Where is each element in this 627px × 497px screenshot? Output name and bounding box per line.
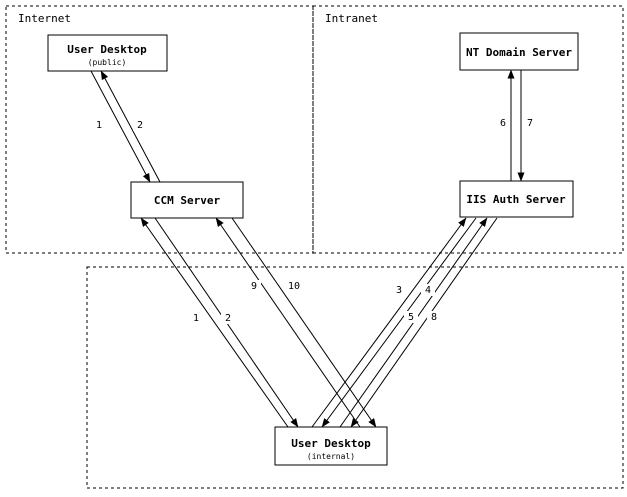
node-box-ccm-server[interactable]	[130, 181, 244, 219]
flow-label-flow-2-internal: 2	[225, 313, 231, 324]
zone-boundary-intranet	[312, 5, 624, 254]
flow-line-flow-10	[231, 217, 377, 428]
flow-labels-layer: 1 2 1 2 9 10 3 4 5 8 6 7	[92, 117, 537, 324]
flow-line-flow-3	[311, 217, 467, 428]
flow-line-flow-1-internal	[140, 217, 289, 428]
flow-label-bg-flow-3	[392, 284, 406, 296]
node-box-iis-auth-server[interactable]	[459, 180, 574, 218]
node-subtitle-user-desktop-public: (public)	[88, 58, 127, 67]
flow-label-bg-flow-8	[427, 311, 441, 323]
flow-label-flow-4: 4	[425, 285, 431, 296]
flow-label-bg-flow-9	[247, 280, 261, 292]
flow-label-flow-6: 6	[500, 118, 506, 129]
zones-layer: Internet Intranet	[5, 5, 624, 489]
zone-boundary-internet	[5, 5, 314, 254]
flow-label-bg-flow-1-internal	[189, 312, 203, 324]
node-ccm-server[interactable]: CCM Server	[130, 181, 244, 219]
flows-layer	[90, 69, 525, 428]
node-box-nt-domain-server[interactable]	[459, 32, 579, 71]
flow-label-bg-flow-5	[404, 311, 418, 323]
flow-line-flow-1-public	[90, 70, 151, 183]
node-title-nt-domain-server: NT Domain Server	[466, 46, 572, 59]
flow-line-flow-4	[321, 217, 477, 428]
flow-label-flow-3: 3	[396, 285, 402, 296]
flow-line-flow-9	[215, 217, 361, 428]
node-user-desktop-public[interactable]: User Desktop (public)	[47, 34, 168, 72]
node-nt-domain-server[interactable]: NT Domain Server	[459, 32, 579, 71]
node-title-user-desktop-public: User Desktop	[67, 43, 147, 56]
flow-label-bg-flow-1-public	[92, 119, 106, 131]
flow-label-flow-2-public: 2	[137, 120, 143, 131]
flow-label-flow-10: 10	[288, 281, 300, 292]
flow-label-bg-flow-2-public	[133, 119, 147, 131]
flow-label-bg-flow-10	[287, 280, 301, 292]
flow-label-flow-5: 5	[408, 312, 414, 323]
node-box-user-desktop-public[interactable]	[47, 34, 168, 72]
node-title-user-desktop-internal: User Desktop	[291, 437, 371, 450]
flow-line-flow-2-public	[100, 70, 161, 183]
zone-label-internet: Internet	[18, 12, 71, 25]
flow-label-bg-flow-2-internal	[221, 312, 235, 324]
flow-label-flow-8: 8	[431, 312, 437, 323]
node-box-user-desktop-internal[interactable]	[274, 426, 388, 466]
node-title-ccm-server: CCM Server	[154, 194, 221, 207]
flow-line-flow-8	[350, 217, 498, 428]
nodes-layer: User Desktop (public) CCM Server NT Domain …	[47, 32, 579, 466]
node-title-iis-auth-server: IIS Auth Server	[466, 193, 566, 206]
flow-label-flow-1-internal: 1	[193, 313, 199, 324]
flow-label-flow-7: 7	[527, 118, 533, 129]
node-user-desktop-internal[interactable]: User Desktop (internal)	[274, 426, 388, 466]
zone-label-intranet: Intranet	[325, 12, 378, 25]
flow-label-flow-9: 9	[251, 281, 257, 292]
flow-label-bg-flow-7	[523, 117, 537, 129]
node-subtitle-user-desktop-internal: (internal)	[307, 452, 355, 461]
flow-label-bg-flow-6	[496, 117, 510, 129]
flow-label-bg-flow-4	[421, 284, 435, 296]
flow-label-flow-1-public: 1	[96, 120, 102, 131]
node-iis-auth-server[interactable]: IIS Auth Server	[459, 180, 574, 218]
